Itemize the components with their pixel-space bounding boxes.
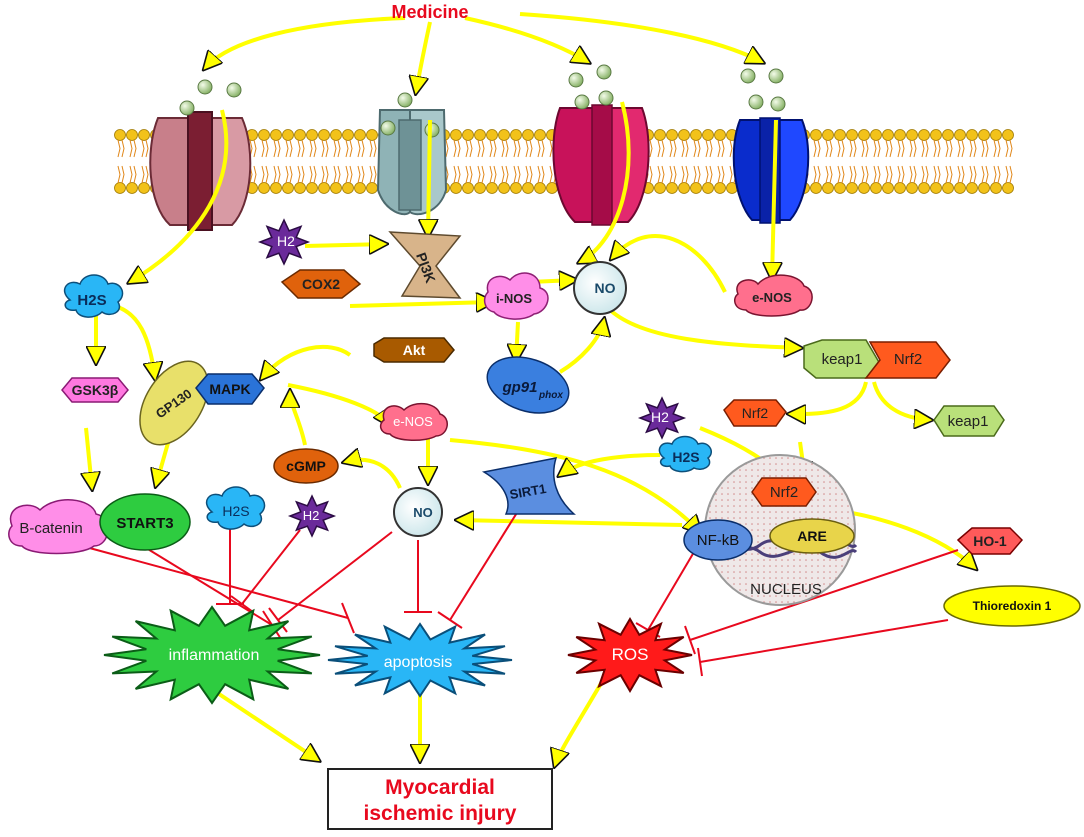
inflammation-burst [103, 605, 321, 705]
label-no-top: NO [595, 280, 616, 296]
h2-star-a [257, 218, 311, 266]
label-start3: START3 [116, 515, 173, 532]
outcome-line2: ischemic injury [363, 802, 517, 825]
are-shape [769, 518, 855, 554]
gp91-shape [486, 356, 570, 414]
apoptosis-burst [327, 622, 513, 698]
label-h2-a: H2 [277, 233, 295, 249]
enos-top-shape [733, 274, 813, 317]
nrf2-a-shape [864, 341, 951, 379]
pi3k-shape [388, 231, 462, 299]
thioredoxin-shape [943, 585, 1081, 627]
label-are: ARE [797, 528, 827, 544]
label-nrf2-b: Nrf2 [742, 405, 769, 421]
label-nrf2-a: Nrf2 [894, 351, 922, 368]
label-apoptosis: apoptosis [384, 654, 453, 671]
labels: Medicine H2S H2 PI3K COX2 i-NOS NO e-NOS… [19, 2, 1051, 671]
label-enos-top: e-NOS [752, 290, 792, 305]
ligands [179, 64, 786, 138]
label-sirt1: SIRT1 [508, 481, 547, 502]
h2s-cloud-low [205, 486, 266, 530]
label-gp91-sub: phox [538, 390, 563, 401]
label-keap1-b: keap1 [948, 413, 989, 430]
cgmp-shape [273, 448, 339, 484]
enos-mid-shape [379, 402, 448, 441]
no-sphere-mid [393, 487, 443, 537]
label-mapk: MAPK [209, 381, 250, 397]
label-ros: ROS [612, 645, 649, 664]
label-h2s-mid: H2S [672, 449, 699, 465]
inhibition-lines [59, 494, 959, 677]
sirt1-shape [481, 457, 576, 515]
inos-shape [483, 272, 549, 320]
molecule-shapes [8, 231, 1081, 627]
receptor-4 [732, 117, 810, 224]
title-medicine: Medicine [391, 2, 468, 22]
label-keap1-a: keap1 [822, 351, 863, 368]
label-ho1: HO-1 [973, 533, 1007, 549]
h2-star-c [287, 494, 337, 538]
nrf2-c-shape [751, 477, 817, 507]
gp130-shape [139, 360, 209, 446]
activation-arrows [86, 12, 975, 765]
label-nrf2-c: Nrf2 [770, 484, 798, 501]
label-inos: i-NOS [496, 291, 532, 306]
label-no-mid: NO [413, 505, 433, 520]
label-h2s-low: H2S [222, 503, 249, 519]
label-thioredoxin: Thioredoxin 1 [973, 599, 1052, 613]
label-nucleus: NUCLEUS [750, 581, 822, 598]
label-h2-c: H2 [303, 508, 320, 523]
receptor-1 [149, 111, 252, 231]
gsk3b-shape [61, 377, 129, 403]
label-bcatenin: B-catenin [19, 520, 82, 537]
h2-star-b [637, 396, 687, 440]
label-gp91: gp91 [501, 379, 537, 396]
start3-shape [99, 493, 191, 551]
mapk-shape [195, 373, 265, 405]
label-nfkb: NF-kB [697, 532, 740, 549]
nrf2-b-shape [723, 399, 787, 427]
label-h2s-top: H2S [77, 292, 106, 309]
label-cox2: COX2 [302, 276, 340, 292]
akt-shape [373, 337, 455, 363]
label-cgmp: cGMP [286, 458, 326, 474]
cox2-shape [280, 269, 362, 299]
receptor-3 [552, 104, 650, 226]
outcome-box: Myocardial ischemic injury [327, 768, 553, 830]
ho1-shape [956, 527, 1024, 555]
no-sphere-top [573, 261, 627, 315]
label-h2-b: H2 [651, 409, 669, 425]
label-enos-mid: e-NOS [393, 414, 433, 429]
label-inflammation: inflammation [169, 647, 260, 664]
ros-burst [567, 617, 693, 693]
keap1-b-shape [933, 405, 1005, 437]
outcome-line1: Myocardial [385, 776, 495, 799]
label-gsk3b: GSK3β [72, 382, 119, 398]
h2s-cloud-top [63, 274, 124, 318]
nfkb-shape [683, 519, 753, 561]
h2s-cloud-mid [658, 435, 712, 473]
label-akt: Akt [403, 342, 426, 358]
